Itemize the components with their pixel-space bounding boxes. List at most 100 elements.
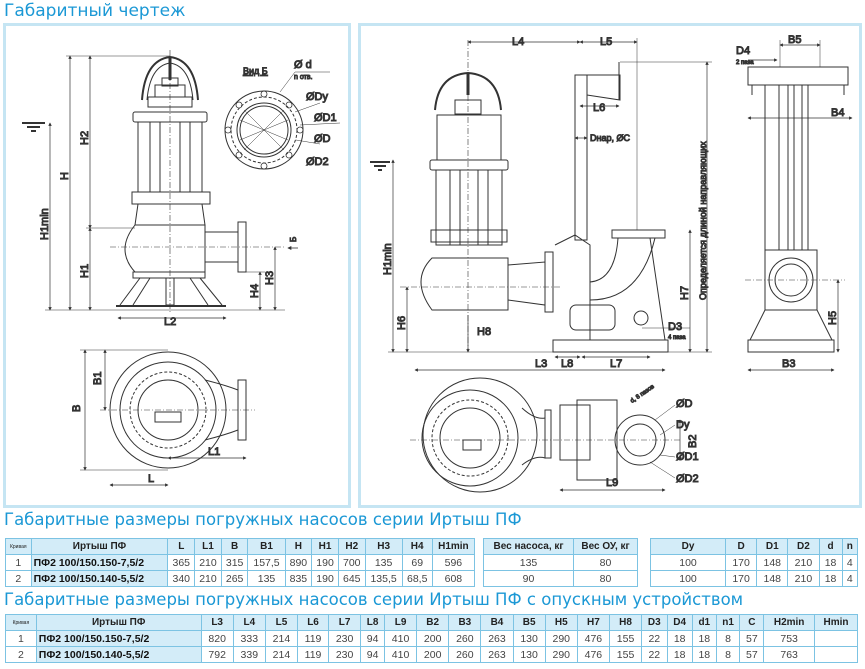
cell: 263 [480, 646, 514, 663]
col-header: L4 [232, 614, 266, 631]
col-header: H2min [763, 614, 815, 631]
dim-B3: B3 [782, 358, 795, 370]
cell: 339 [232, 646, 266, 663]
cell: 100 [650, 554, 726, 571]
cell: 214 [264, 646, 299, 663]
col-header: B1 [247, 538, 286, 555]
cell: 18 [666, 646, 693, 663]
flange-view-b [224, 71, 341, 170]
lowering-device-side-view [745, 40, 853, 372]
dim-H3: H3 [264, 271, 276, 285]
dim-d: Ø d [294, 59, 312, 71]
dim-L4: L4 [512, 36, 524, 48]
table-row: 2 ПФ2 100/150.140-5,5/2 340 210 265 135 … [5, 570, 476, 587]
cell: 22 [641, 646, 668, 663]
dim-B1: B1 [92, 372, 104, 385]
cell: 333 [232, 630, 266, 647]
cell: 763 [763, 646, 815, 663]
cell: 890 [284, 554, 313, 571]
pump-plan-view [80, 349, 255, 487]
cell: 170 [724, 570, 758, 587]
dim-H7: H7 [679, 286, 691, 300]
col-header: H8 [608, 614, 643, 631]
cell: 2 [5, 570, 32, 587]
dim-H1: H1 [79, 264, 91, 278]
dim-L8: L8 [561, 358, 573, 370]
cell: 265 [220, 570, 249, 587]
cell: 135 [364, 554, 403, 571]
cell: 210 [194, 554, 222, 571]
dim-L3: L3 [535, 358, 547, 370]
dim-L: L [148, 473, 154, 485]
cell: 340 [167, 570, 196, 587]
dim-holes: n отв. [294, 74, 313, 81]
cell: 263 [480, 630, 514, 647]
cell: 8 [715, 646, 741, 663]
table-row: 100 170 148 210 18 4 [650, 554, 859, 571]
cell: 18 [691, 646, 717, 663]
cell: 130 [512, 630, 546, 647]
dim-D4-note: 2 паза [736, 60, 754, 66]
lowering-device-elevation [370, 38, 712, 372]
col-header: L1 [194, 538, 222, 555]
cell: 18 [666, 630, 693, 647]
cell: 210 [787, 570, 820, 587]
guide-length-note: Определяется длиной направляющих [698, 141, 708, 300]
cell: 94 [360, 630, 385, 647]
dim-B4: B4 [831, 107, 844, 119]
dim-L5: L5 [600, 36, 612, 48]
cell-model: ПФ2 100/150.150-7,5/2 [35, 630, 202, 647]
cell: 18 [818, 554, 843, 571]
col-header: D [724, 538, 758, 555]
col-header: D2 [787, 538, 820, 555]
cell: 119 [297, 646, 330, 663]
cell: 8 [715, 630, 741, 647]
col-header: H3 [364, 538, 403, 555]
dim-D: ØD [314, 133, 331, 145]
dim-Dy-right: Dy [676, 419, 690, 431]
cell: 190 [311, 570, 339, 587]
cell: 2 [5, 646, 37, 663]
cell: 69 [401, 554, 433, 571]
cell: 200 [416, 646, 450, 663]
cell: 214 [264, 630, 299, 647]
cell: 157,5 [247, 554, 286, 571]
cell: 18 [691, 630, 717, 647]
dim-D1-right: ØD1 [676, 451, 699, 463]
pump-with-lowering-device-panel [358, 23, 862, 508]
dim-Dy: ØDy [306, 91, 329, 103]
dim-Dnar: Dнар, ØC [590, 133, 630, 143]
col-header: L5 [264, 614, 299, 631]
dim-B2: B2 [687, 435, 699, 448]
cell: 365 [167, 554, 196, 571]
flange-table: Dy D D1 D2 d n 100 170 148 210 18 4 100 … [650, 538, 859, 587]
col-header: H1 [311, 538, 339, 555]
cell: 22 [641, 630, 668, 647]
cell: 753 [763, 630, 815, 647]
col-header: d [818, 538, 843, 555]
cell: 135 [482, 554, 575, 571]
cell: 135 [247, 570, 286, 587]
cell: 700 [337, 554, 366, 571]
cell [814, 630, 858, 647]
cell: 18 [818, 570, 843, 587]
dim-D4: D4 [736, 45, 750, 57]
dim-D2-right: ØD2 [676, 473, 699, 485]
col-header: Вес ОУ, кг [573, 538, 638, 555]
cell: 80 [573, 570, 638, 587]
view-b-label: Вид Б [243, 66, 268, 76]
col-header: H7 [576, 614, 610, 631]
dim-H4: H4 [249, 284, 261, 298]
col-header: C [739, 614, 765, 631]
dim-H8: H8 [477, 326, 491, 338]
cell: 315 [220, 554, 249, 571]
col-header: n1 [715, 614, 741, 631]
cell: 80 [573, 554, 638, 571]
cell: 1 [5, 554, 32, 571]
col-header: D1 [756, 538, 789, 555]
col-header: H4 [401, 538, 433, 555]
cell: 476 [576, 646, 610, 663]
dim-L9: L9 [606, 477, 618, 489]
